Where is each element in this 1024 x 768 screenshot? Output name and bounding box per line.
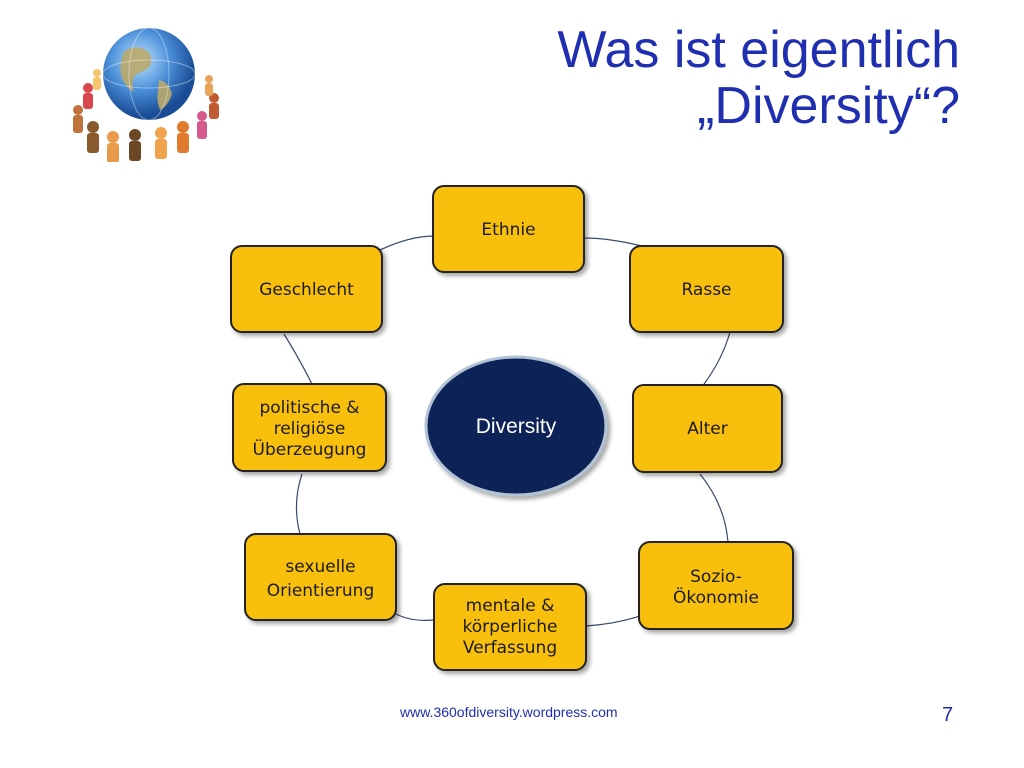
connector-sozio-mentale <box>585 615 641 627</box>
node-alter: Alter <box>632 384 783 473</box>
node-rasse: Rasse <box>629 245 784 333</box>
center-node-diversity: Diversity <box>424 355 608 497</box>
node-mentale-koerperliche-verfassung: mentale & körperliche Verfassung <box>433 583 587 671</box>
node-sexuelle-label-line-1: sexuelle <box>285 557 355 577</box>
node-ethnie: Ethnie <box>432 185 585 273</box>
center-node-label: Diversity <box>476 415 557 438</box>
node-politische-label-line-2: religiöse <box>274 419 346 439</box>
connector-geschlecht-ethnie <box>379 235 435 251</box>
node-sozio-label-line-2: Ökonomie <box>673 586 759 608</box>
node-sexuelle-orientierung: sexuelle Orientierung <box>244 533 397 621</box>
connector-ring <box>283 235 731 627</box>
footer-url: www.360ofdiversity.wordpress.com <box>400 704 618 720</box>
node-mentale-label-line-2: körperliche <box>463 617 558 637</box>
node-geschlecht: Geschlecht <box>230 245 383 333</box>
title-line-1: Was ist eigentlich <box>557 21 960 79</box>
node-politische-label-line-1: politische & <box>259 398 359 418</box>
node-sozio-oekonomie: Sozio- Ökonomie <box>638 541 794 630</box>
node-rasse-label: Rasse <box>681 280 731 300</box>
node-ethnie-label: Ethnie <box>481 220 535 240</box>
title-line-2: „Diversity“? <box>697 77 960 135</box>
page-title: Was ist eigentlich „Diversity“? <box>440 22 960 134</box>
connector-sexuelle-politische <box>295 473 303 535</box>
node-alter-label: Alter <box>687 419 727 439</box>
globe-with-people-icon <box>73 27 219 162</box>
node-politische-religioese-ueberzeugung: politische & religiöse Überzeugung <box>232 383 387 472</box>
node-geschlecht-label: Geschlecht <box>259 280 354 300</box>
connector-politische-geschlecht <box>283 333 313 385</box>
connector-rasse-alter <box>703 331 731 385</box>
node-sozio-label-line-1: Sozio- <box>690 567 742 587</box>
node-sexuelle-label-line-2: Orientierung <box>267 581 375 601</box>
node-politische-label-line-3: Überzeugung <box>253 438 367 460</box>
connector-mentale-sexuelle <box>395 613 435 621</box>
page-number: 7 <box>942 704 954 726</box>
connector-alter-sozio <box>699 473 729 543</box>
node-mentale-label-line-1: mentale & <box>466 596 555 616</box>
node-mentale-label-line-3: Verfassung <box>463 638 557 658</box>
